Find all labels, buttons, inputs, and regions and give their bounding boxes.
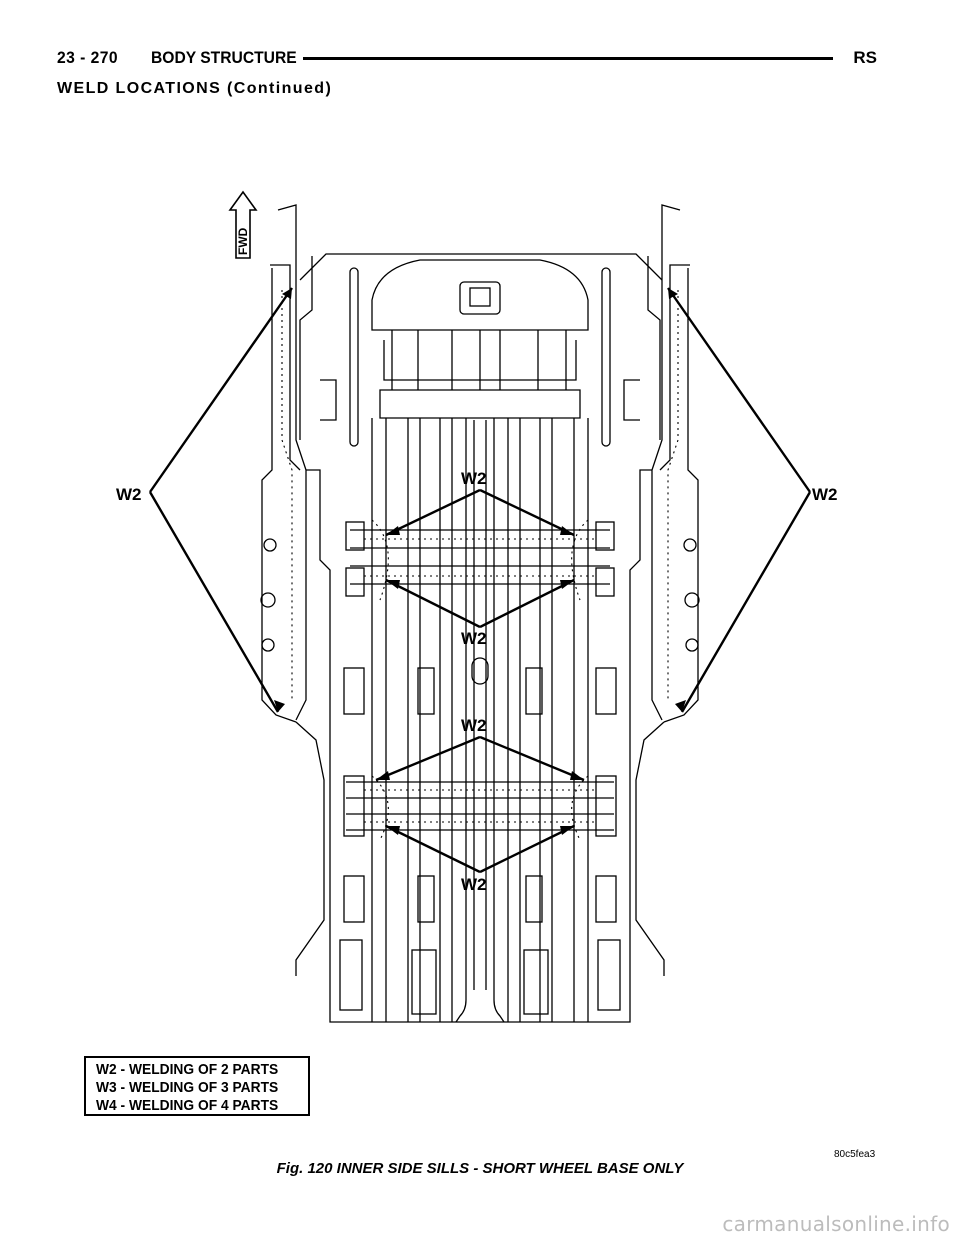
page-header: 23 - 270 BODY STRUCTURE RS [57, 48, 877, 72]
model-code: RS [853, 48, 877, 67]
legend-item: W3 - WELDING OF 3 PARTS [96, 1079, 279, 1096]
callout-left: W2 [116, 485, 142, 504]
header-rule [303, 57, 833, 60]
figure-caption: Fig. 120 INNER SIDE SILLS - SHORT WHEEL … [276, 1160, 684, 1177]
section-title: BODY STRUCTURE [151, 48, 297, 67]
page-number: 23 - 270 [57, 48, 119, 67]
section-subheading: WELD LOCATIONS (Continued) [57, 80, 333, 97]
figure-reference-code: 80c5fea3 [834, 1149, 876, 1160]
callout-upper-bottom: W2 [461, 629, 487, 648]
watermark: carmanualsonline.info [722, 1212, 950, 1236]
weld-legend: W2 - WELDING OF 2 PARTS W3 - WELDING OF … [84, 1056, 310, 1116]
forward-arrow-icon [228, 190, 258, 259]
callout-right: W2 [812, 485, 838, 504]
callout-lower-bottom: W2 [461, 875, 487, 894]
callout-lower-top: W2 [461, 716, 487, 735]
legend-item: W4 - WELDING OF 4 PARTS [96, 1097, 279, 1114]
fwd-label: FWD [236, 227, 250, 255]
legend-item: W2 - WELDING OF 2 PARTS [96, 1061, 279, 1078]
callout-upper-top: W2 [461, 469, 487, 488]
